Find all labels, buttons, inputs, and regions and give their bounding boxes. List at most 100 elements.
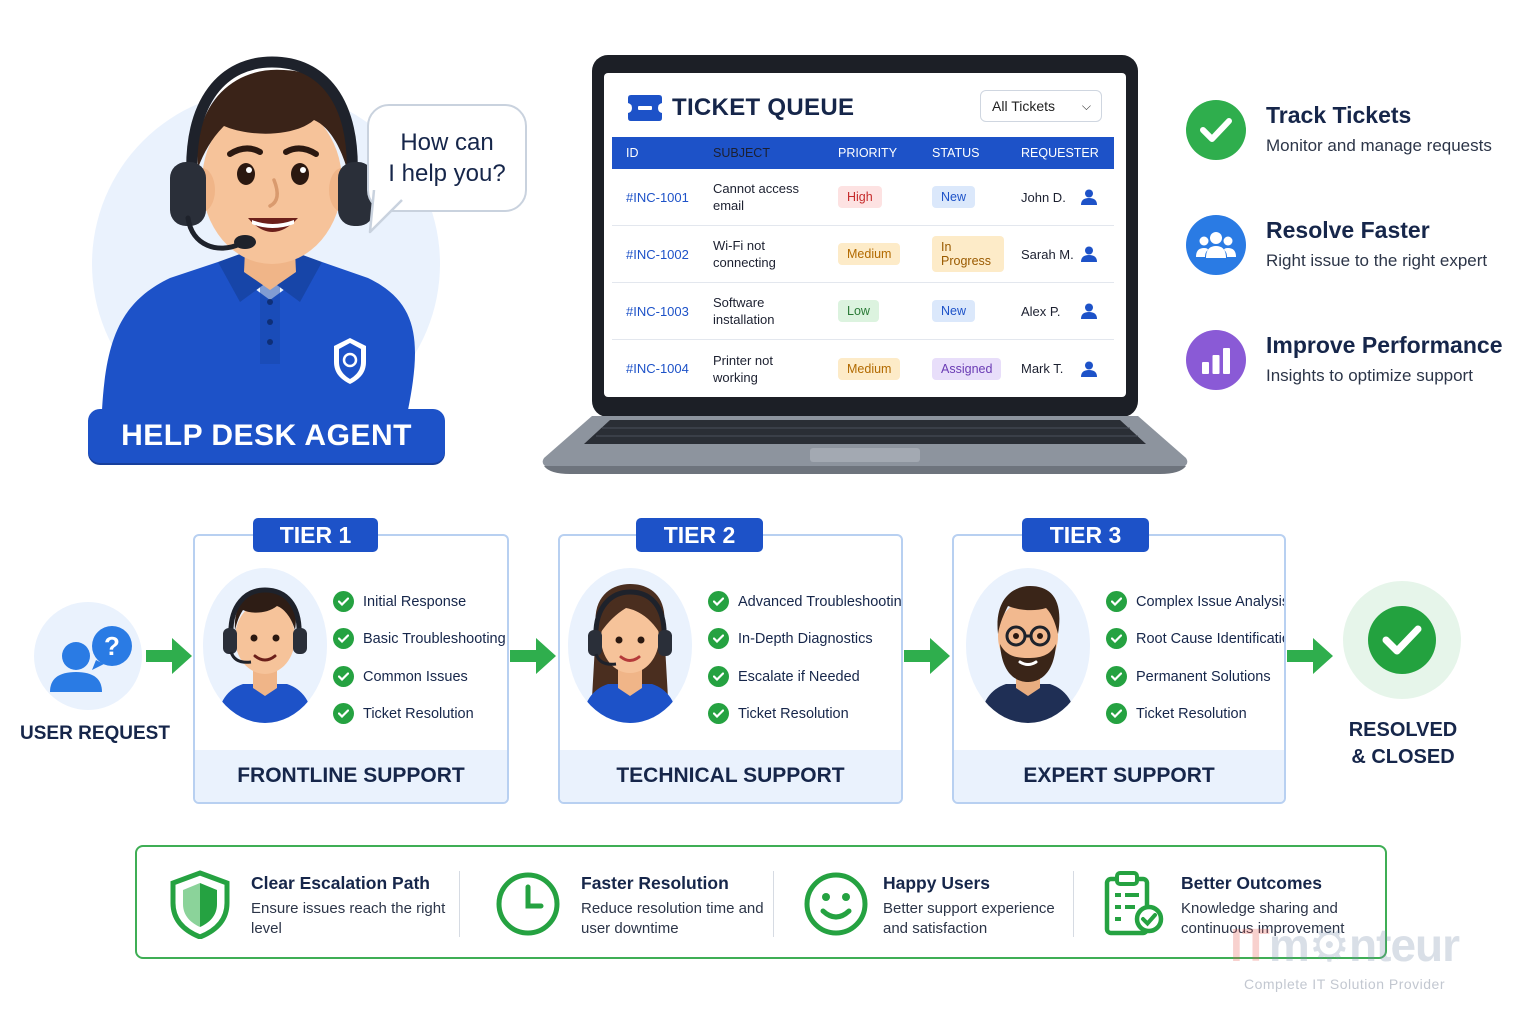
- bar-chart-icon: [1186, 330, 1246, 390]
- bottom-benefit-title: Happy Users: [883, 873, 990, 893]
- ticket-queue-screen: TICKET QUEUE All Tickets ⌵ ID SUBJECT PR…: [604, 73, 1126, 397]
- column-header-id[interactable]: ID: [626, 146, 639, 160]
- status-badge: New: [932, 300, 976, 322]
- bottom-benefit-desc: Reduce resolution time and user downtime: [581, 900, 764, 937]
- bottom-benefit-escalation: Clear Escalation Path Ensure issues reac…: [165, 865, 465, 945]
- column-header-priority[interactable]: PRIORITY: [838, 146, 898, 160]
- priority-badge: Medium: [838, 243, 901, 265]
- priority-badge: Medium: [838, 357, 901, 380]
- requester-name: Alex P.: [1021, 303, 1061, 319]
- ticket-id-link[interactable]: #INC-1001: [626, 189, 689, 205]
- tier-1-tag: TIER 1: [253, 518, 378, 552]
- requester-name: Sarah M.: [1021, 246, 1074, 262]
- benefit-track-tickets: Track Tickets Monitor and manage request…: [1186, 100, 1506, 190]
- benefit-desc: Monitor and manage requests: [1266, 136, 1492, 155]
- ticket-id-link[interactable]: #INC-1004: [626, 361, 689, 376]
- user-request-label: USER REQUEST: [20, 723, 170, 744]
- bottom-benefit-desc: Knowledge sharing and continuous improve…: [1181, 900, 1345, 937]
- check-icon: [333, 666, 354, 687]
- clipboard-check-icon: [1104, 871, 1164, 936]
- status-badge: In Progress: [932, 236, 1004, 272]
- user-icon: [1081, 361, 1097, 377]
- tier-item: Permanent Solutions: [1106, 666, 1271, 687]
- company-tagline-watermark: Complete IT Solution Provider: [1244, 976, 1445, 992]
- tier-2-footer: TECHNICAL SUPPORT: [560, 750, 901, 802]
- arrow-right-icon: [146, 638, 192, 674]
- help-desk-agent-label: HELP DESK AGENT: [88, 409, 445, 463]
- tier-2-agent-avatar: [568, 568, 692, 723]
- tier-2-tag: TIER 2: [636, 518, 763, 552]
- chevron-down-icon: ⌵: [1081, 99, 1091, 113]
- arrow-right-icon: [1287, 638, 1333, 674]
- speech-line-2: I help you?: [388, 160, 506, 187]
- benefit-title: Resolve Faster: [1266, 217, 1430, 243]
- check-icon: [1106, 591, 1127, 612]
- check-icon: [1106, 628, 1127, 649]
- column-header-subject[interactable]: SUBJECT: [713, 145, 770, 160]
- tier-item: Initial Response: [333, 591, 466, 612]
- bottom-benefits-panel: Clear Escalation Path Ensure issues reac…: [135, 845, 1387, 959]
- company-logo-watermark: ITm⚙nteur: [1230, 919, 1460, 971]
- tier-1-agent-avatar: [203, 568, 327, 723]
- check-icon: [333, 591, 354, 612]
- ticket-table: ID SUBJECT PRIORITY STATUS REQUESTER #IN…: [612, 137, 1114, 397]
- requester-name: John D.: [1021, 189, 1066, 205]
- ticket-queue-title: TICKET QUEUE: [672, 94, 855, 121]
- bottom-benefit-happy-users: Happy Users Better support experience an…: [801, 865, 1101, 945]
- requester-name: Mark T.: [1021, 361, 1064, 376]
- tier-item: Ticket Resolution: [333, 703, 474, 724]
- tier-item: Common Issues: [333, 666, 468, 687]
- priority-badge: High: [838, 186, 882, 208]
- team-icon: [1186, 215, 1246, 275]
- tier-item: Ticket Resolution: [708, 703, 849, 724]
- check-icon: [1106, 703, 1127, 724]
- bottom-benefit-desc: Ensure issues reach the right level: [251, 900, 446, 937]
- ticket-icon: [628, 95, 662, 121]
- clock-icon: [496, 872, 560, 936]
- check-icon: [1106, 666, 1127, 687]
- ticket-filter-value: All Tickets: [992, 98, 1056, 114]
- bottom-benefit-title: Faster Resolution: [581, 873, 729, 893]
- check-icon: [333, 703, 354, 724]
- tier-item: Advanced Troubleshooting: [708, 591, 901, 612]
- tier-item: Basic Troubleshooting: [333, 628, 506, 649]
- bottom-benefit-desc: Better support experience and satisfacti…: [883, 900, 1055, 937]
- speech-line-1: How can: [400, 129, 494, 156]
- ticket-filter-dropdown[interactable]: All Tickets ⌵: [980, 90, 1102, 122]
- help-desk-agent-illustration: [102, 56, 415, 410]
- user-icon: [1081, 246, 1097, 262]
- check-icon: [708, 666, 729, 687]
- tier-3-card: Complex Issue Analysis Root Cause Identi…: [952, 534, 1286, 804]
- bottom-benefit-faster-resolution: Faster Resolution Reduce resolution time…: [493, 865, 793, 945]
- user-icon: [1081, 303, 1097, 319]
- column-header-status[interactable]: STATUS: [932, 146, 980, 160]
- divider: [1073, 871, 1074, 937]
- column-header-requester[interactable]: REQUESTER: [1021, 146, 1099, 160]
- arrow-right-icon: [904, 638, 950, 674]
- status-badge: Assigned: [932, 357, 1002, 380]
- ticket-table-header: ID SUBJECT PRIORITY STATUS REQUESTER: [612, 137, 1114, 169]
- check-circle-icon: [1186, 100, 1246, 160]
- ticket-id-link[interactable]: #INC-1002: [626, 246, 689, 262]
- smiley-icon: [804, 872, 868, 936]
- tier-1-footer: FRONTLINE SUPPORT: [195, 750, 507, 802]
- benefit-title: Improve Performance: [1266, 332, 1503, 358]
- tier-item: Ticket Resolution: [1106, 703, 1247, 724]
- tier-1-card: Initial Response Basic Troubleshooting C…: [193, 534, 509, 804]
- priority-badge: Low: [838, 300, 879, 322]
- benefit-improve-performance: Improve Performance Insights to optimize…: [1186, 330, 1506, 420]
- check-icon: [333, 628, 354, 649]
- check-icon: [708, 591, 729, 612]
- tier-3-footer: EXPERT SUPPORT: [954, 750, 1284, 802]
- benefit-title: Track Tickets: [1266, 102, 1412, 128]
- ticket-id-link[interactable]: #INC-1003: [626, 303, 689, 319]
- tier-item: In-Depth Diagnostics: [708, 628, 873, 649]
